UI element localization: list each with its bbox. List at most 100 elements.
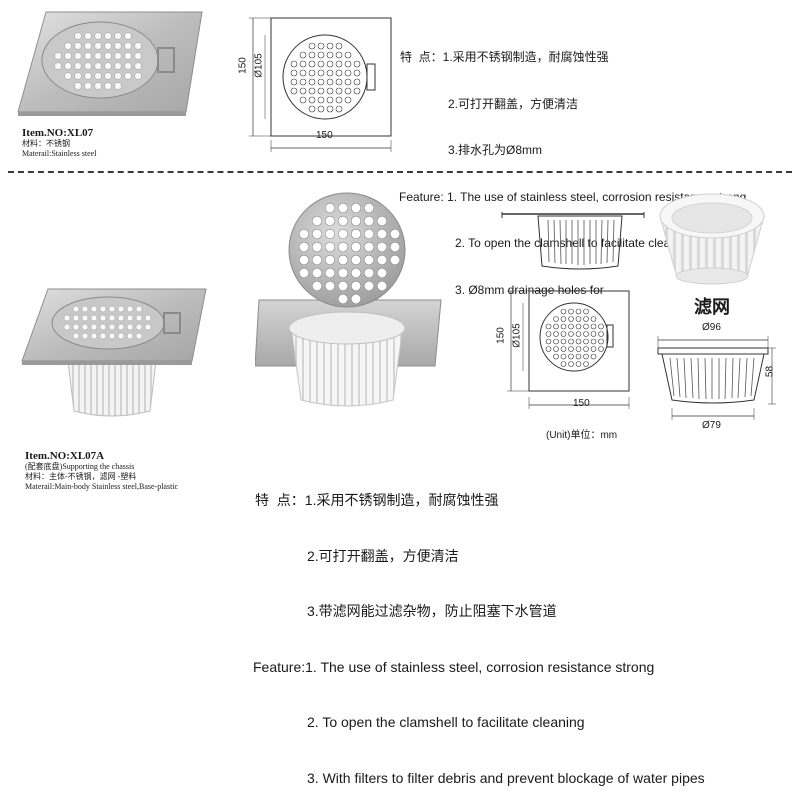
drain-hole	[337, 293, 349, 305]
drain-hole	[575, 331, 582, 337]
drain-hole	[114, 32, 122, 40]
drain-hole	[353, 60, 361, 68]
drain-hole	[134, 72, 142, 80]
drain-hole	[568, 353, 574, 360]
drain-hole	[344, 78, 352, 86]
drain-hole	[350, 202, 362, 214]
drain-hole	[134, 52, 142, 60]
filter-bottom-diameter: Ø79	[702, 420, 721, 431]
drain-hole	[84, 82, 92, 90]
drain-hole	[583, 331, 589, 337]
drain-hole	[94, 82, 102, 90]
drain-hole	[104, 72, 112, 80]
drain-hole	[108, 332, 116, 340]
drain-hole	[114, 52, 122, 60]
filter-height: 58	[764, 365, 776, 378]
drain-hole	[126, 314, 134, 322]
drain-hole	[575, 346, 582, 352]
material-cn: 材料：不锈钢	[22, 139, 70, 148]
drain-hole	[299, 51, 307, 59]
drain-hole	[308, 105, 316, 113]
drain-hole	[126, 332, 134, 340]
drain-hole	[104, 52, 112, 60]
drain-hole	[598, 346, 604, 352]
drain-hole	[126, 323, 134, 331]
drain-hole	[72, 332, 80, 340]
drain-hole	[575, 316, 582, 322]
drain-hole	[560, 346, 567, 352]
section-divider	[8, 171, 792, 173]
technical-drawing-xl07a	[495, 285, 645, 415]
drain-hole	[337, 215, 349, 227]
drain-hole	[81, 305, 89, 313]
drain-hole	[335, 78, 343, 86]
item-number: Item.NO:XL07	[22, 127, 94, 139]
drain-hole	[545, 346, 552, 352]
drain-hole	[298, 241, 310, 253]
feature-cn-3: 3.排水孔为Ø8mm	[448, 143, 543, 157]
drain-hole	[104, 42, 112, 50]
drain-hole	[335, 60, 343, 68]
width-dimension-a: 150	[573, 398, 590, 409]
drain-hole	[311, 254, 323, 266]
drain-hole	[135, 323, 143, 331]
drain-hole	[553, 331, 559, 337]
drain-hole	[560, 361, 567, 367]
drain-hole	[290, 87, 298, 95]
drain-hole	[134, 42, 142, 50]
drain-hole	[363, 228, 375, 240]
drain-hole	[560, 316, 567, 322]
drain-hole	[324, 280, 336, 292]
drain-hole	[575, 338, 582, 345]
drain-hole	[311, 215, 323, 227]
drain-hole	[74, 42, 82, 50]
drain-hole	[135, 305, 143, 313]
drain-hole	[81, 332, 89, 340]
drain-hole	[389, 254, 401, 266]
drain-hole	[326, 51, 334, 59]
drain-hole	[54, 52, 62, 60]
drain-hole	[575, 308, 582, 315]
drain-hole	[117, 314, 125, 322]
drain-hole	[308, 96, 316, 104]
drain-hole	[317, 51, 325, 59]
drain-hole	[363, 215, 375, 227]
drain-hole	[583, 361, 589, 367]
feature-cn-a-3: 3.带滤网能过滤杂物，防止阻塞下水管道	[307, 603, 557, 619]
drain-hole	[324, 241, 336, 253]
drain-hole	[135, 332, 143, 340]
drain-hole	[350, 267, 362, 279]
drain-hole	[335, 51, 343, 59]
drain-hole	[350, 215, 362, 227]
drain-hole	[308, 51, 316, 59]
material-en-a: Materail:Main-body Stainless steel,Base-…	[25, 482, 179, 491]
item-number-a: Item.NO:XL07A	[25, 450, 105, 462]
drain-hole	[568, 331, 574, 337]
drain-hole	[389, 241, 401, 253]
drain-hole	[553, 353, 559, 360]
drain-hole	[72, 314, 80, 322]
drain-hole	[299, 69, 307, 77]
drain-hole	[84, 72, 92, 80]
drain-hole	[590, 331, 597, 337]
drain-hole	[553, 346, 559, 352]
height-dimension-a: 150	[495, 327, 507, 344]
drain-hole	[64, 52, 72, 60]
drain-hole	[64, 62, 72, 70]
drain-hole	[90, 323, 98, 331]
drain-hole	[74, 82, 82, 90]
feature-cn-a-2: 2.可打开翻盖，方便清洁	[307, 547, 459, 564]
drain-hole	[583, 308, 589, 315]
drain-hole	[108, 314, 116, 322]
drain-hole	[108, 305, 116, 313]
drain-hole	[335, 96, 343, 104]
drain-hole	[99, 332, 107, 340]
drain-hole	[376, 215, 388, 227]
drain-hole	[575, 361, 582, 367]
drain-hole	[326, 60, 334, 68]
drain-hole	[317, 96, 325, 104]
drain-hole	[337, 228, 349, 240]
drain-hole	[326, 96, 334, 104]
drain-hole	[290, 60, 298, 68]
drain-hole	[545, 331, 552, 337]
